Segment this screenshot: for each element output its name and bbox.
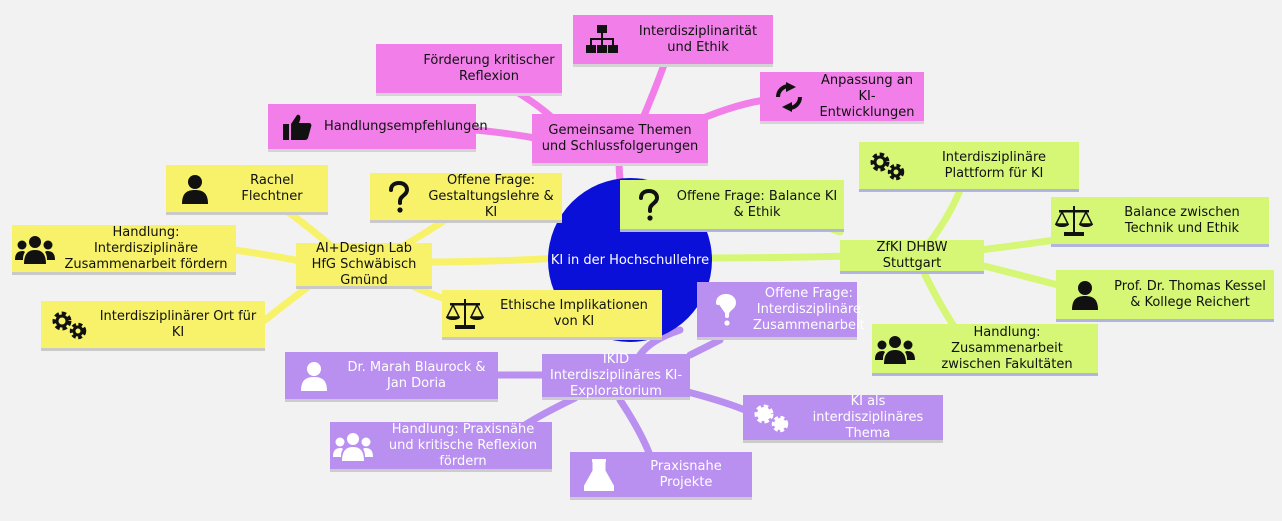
node-ethische-implikationen[interactable]: Ethische Implikationen von KI: [442, 290, 662, 340]
hub-label: ZfKI DHBW Stuttgart: [876, 239, 948, 271]
hub-label: Gemeinsame Themen und Schlussfolgerungen: [541, 122, 699, 154]
node-label: Rachel Flechtner: [241, 172, 303, 204]
gears-icon: [867, 142, 909, 189]
user-icon: [1064, 270, 1106, 319]
sync-icon: [768, 72, 810, 121]
node-handlung-zusammenarbeit[interactable]: Handlung: Interdisziplinäre Zusammenarbe…: [12, 225, 236, 275]
hub-ikid[interactable]: IKID Interdisziplinäres KI-Exploratorium: [542, 351, 690, 400]
gears-icon: [751, 395, 793, 440]
node-interdisziplinaere-plattform[interactable]: Interdisziplinäre Plattform für KI: [859, 142, 1079, 192]
flask-icon: [578, 452, 620, 497]
node-label: Praxisnahe Projekte: [650, 458, 722, 490]
node-handlungsempfehlungen[interactable]: Handlungsempfehlungen: [268, 104, 488, 152]
node-praxisnahe-projekte[interactable]: Praxisnahe Projekte: [570, 452, 752, 500]
node-label: KI als interdisziplinäres Thema: [812, 393, 924, 441]
node-label: Förderung kritischer Reflexion: [423, 52, 555, 84]
node-handlung-fakultaeten[interactable]: Handlung: Zusammenarbeit zwischen Fakult…: [872, 324, 1098, 376]
node-balance-technik-ethik[interactable]: Balance zwischen Technik und Ethik: [1051, 197, 1269, 247]
hub-gemeinsame-themen[interactable]: Gemeinsame Themen und Schlussfolgerungen: [532, 114, 708, 166]
node-offene-frage-gestaltung[interactable]: Offene Frage: Gestaltungslehre & KI: [370, 173, 562, 223]
user-icon: [293, 352, 335, 399]
balance-icon: [444, 290, 486, 337]
user-icon: [174, 165, 216, 212]
node-offene-frage-zusammenarbeit[interactable]: Offene Frage: Interdisziplinäre Zusammen…: [697, 282, 865, 340]
node-label: Handlung: Interdisziplinäre Zusammenarbe…: [64, 224, 228, 272]
question-icon: [705, 282, 747, 337]
sitemap-icon: [581, 15, 623, 64]
node-label: Ethische Implikationen von KI: [500, 297, 648, 329]
node-label: Handlung: Praxisnähe und kritische Refle…: [388, 421, 538, 469]
node-label: Interdisziplinarität und Ethik: [638, 23, 758, 55]
users-icon: [332, 422, 374, 469]
node-ki-thema[interactable]: KI als interdisziplinäres Thema: [743, 393, 943, 443]
node-label: Handlungsempfehlungen: [324, 118, 488, 134]
node-label: Offene Frage: Gestaltungslehre & KI: [428, 172, 554, 220]
node-label: Balance zwischen Technik und Ethik: [1124, 204, 1240, 236]
users-icon: [14, 225, 56, 272]
question-icon: [628, 180, 670, 229]
node-label: Interdisziplinäre Plattform für KI: [941, 149, 1047, 181]
users-icon: [874, 324, 916, 373]
node-handlung-praxisnaehe[interactable]: Handlung: Praxisnähe und kritische Refle…: [330, 422, 552, 472]
hub-label: IKID Interdisziplinäres KI-Exploratorium: [549, 351, 683, 399]
node-interdisziplinaerer-ort[interactable]: Interdisziplinärer Ort für KI: [41, 301, 265, 351]
node-rachel-flechtner[interactable]: Rachel Flechtner: [166, 165, 328, 215]
node-dr-blaurock[interactable]: Dr. Marah Blaurock & Jan Doria: [285, 352, 498, 402]
node-prof-kessel[interactable]: Prof. Dr. Thomas Kessel & Kollege Reiche…: [1056, 270, 1274, 322]
hub-label: AI+Design Lab HfG Schwäbisch Gmünd: [311, 240, 417, 288]
node-anpassung-ki[interactable]: Anpassung an KI-Entwicklungen: [760, 72, 924, 124]
question-icon: [378, 173, 420, 220]
node-label: Handlung: Zusammenarbeit zwischen Fakult…: [941, 324, 1073, 372]
node-label: Interdisziplinärer Ort für KI: [99, 308, 257, 340]
node-foerderung-reflexion[interactable]: Förderung kritischer Reflexion: [376, 44, 562, 96]
node-label: Offene Frage: Balance KI & Ethik: [676, 188, 838, 220]
gears-icon: [49, 301, 91, 348]
balance-icon: [1053, 197, 1095, 244]
hub-ai-design-lab[interactable]: AI+Design Lab HfG Schwäbisch Gmünd: [296, 240, 432, 289]
center-label: KI in der Hochschullehre: [550, 252, 710, 268]
node-offene-frage-balance[interactable]: Offene Frage: Balance KI & Ethik: [620, 180, 844, 232]
thumbs-up-icon: [276, 104, 318, 149]
node-interdisziplinaritaet-ethik[interactable]: Interdisziplinarität und Ethik: [573, 15, 773, 67]
node-label: Dr. Marah Blaurock & Jan Doria: [347, 359, 486, 391]
hub-zfki-dhbw[interactable]: ZfKI DHBW Stuttgart: [840, 240, 984, 274]
node-label: Anpassung an KI-Entwicklungen: [819, 72, 915, 120]
node-label: Offene Frage: Interdisziplinäre Zusammen…: [753, 285, 865, 333]
node-label: Prof. Dr. Thomas Kessel & Kollege Reiche…: [1114, 278, 1266, 310]
